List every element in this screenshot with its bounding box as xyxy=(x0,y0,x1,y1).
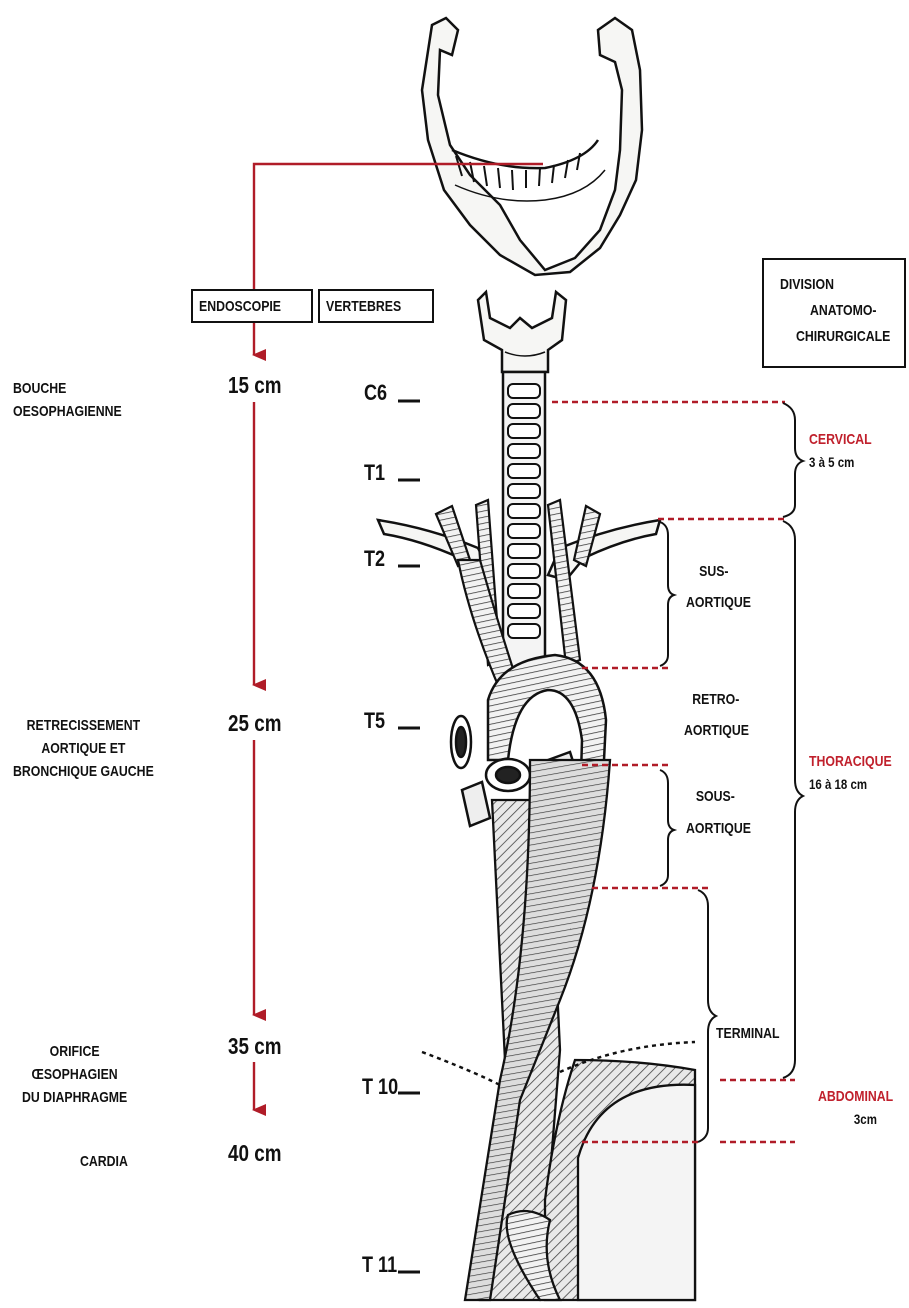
distance-35cm: 35 cm xyxy=(228,1033,281,1060)
vertebra-t11: T 11 xyxy=(362,1252,397,1278)
landmark-orifice-oesophagien: ORIFICE ŒSOPHAGIEN DU DIAPHRAGME xyxy=(22,1040,127,1109)
division-header: DIVISION ANATOMO- CHIRURGICALE xyxy=(762,258,906,368)
vertebres-header: VERTEBRES xyxy=(318,289,434,323)
segment-cervical: CERVICAL 3 à 5 cm xyxy=(809,428,872,474)
vertebra-t5: T5 xyxy=(364,708,385,734)
trachea-drawing xyxy=(503,372,545,672)
vertebra-c6: C6 xyxy=(364,380,387,406)
larynx-drawing xyxy=(478,292,566,372)
landmark-cardia: CARDIA xyxy=(80,1150,128,1173)
subsegment-sous-aortique: SOUS- AORTIQUE xyxy=(686,781,751,845)
subsegment-sus-aortique: SUS- AORTIQUE xyxy=(686,556,751,618)
mandible-drawing xyxy=(422,18,642,275)
landmark-bouche-oesophagienne: BOUCHE OESOPHAGIENNE xyxy=(13,377,122,423)
vertebra-t1: T1 xyxy=(364,460,385,486)
distance-40cm: 40 cm xyxy=(228,1140,281,1167)
distance-15cm: 15 cm xyxy=(228,372,281,399)
segment-abdominal: ABDOMINAL 3cm xyxy=(818,1085,893,1131)
segment-thoracique: THORACIQUE 16 à 18 cm xyxy=(809,750,892,796)
endoscopie-header: ENDOSCOPIE xyxy=(191,289,313,323)
distance-25cm: 25 cm xyxy=(228,710,281,737)
subsegment-terminal: TERMINAL xyxy=(716,1022,780,1045)
subsegment-retro-aortique: RETRO- AORTIQUE xyxy=(684,684,749,746)
vertebra-t10: T 10 xyxy=(362,1074,398,1100)
landmark-retrecissement-aortique: RETRECISSEMENT AORTIQUE ET BRONCHIQUE GA… xyxy=(13,714,154,783)
vertebra-t2: T2 xyxy=(364,546,385,572)
